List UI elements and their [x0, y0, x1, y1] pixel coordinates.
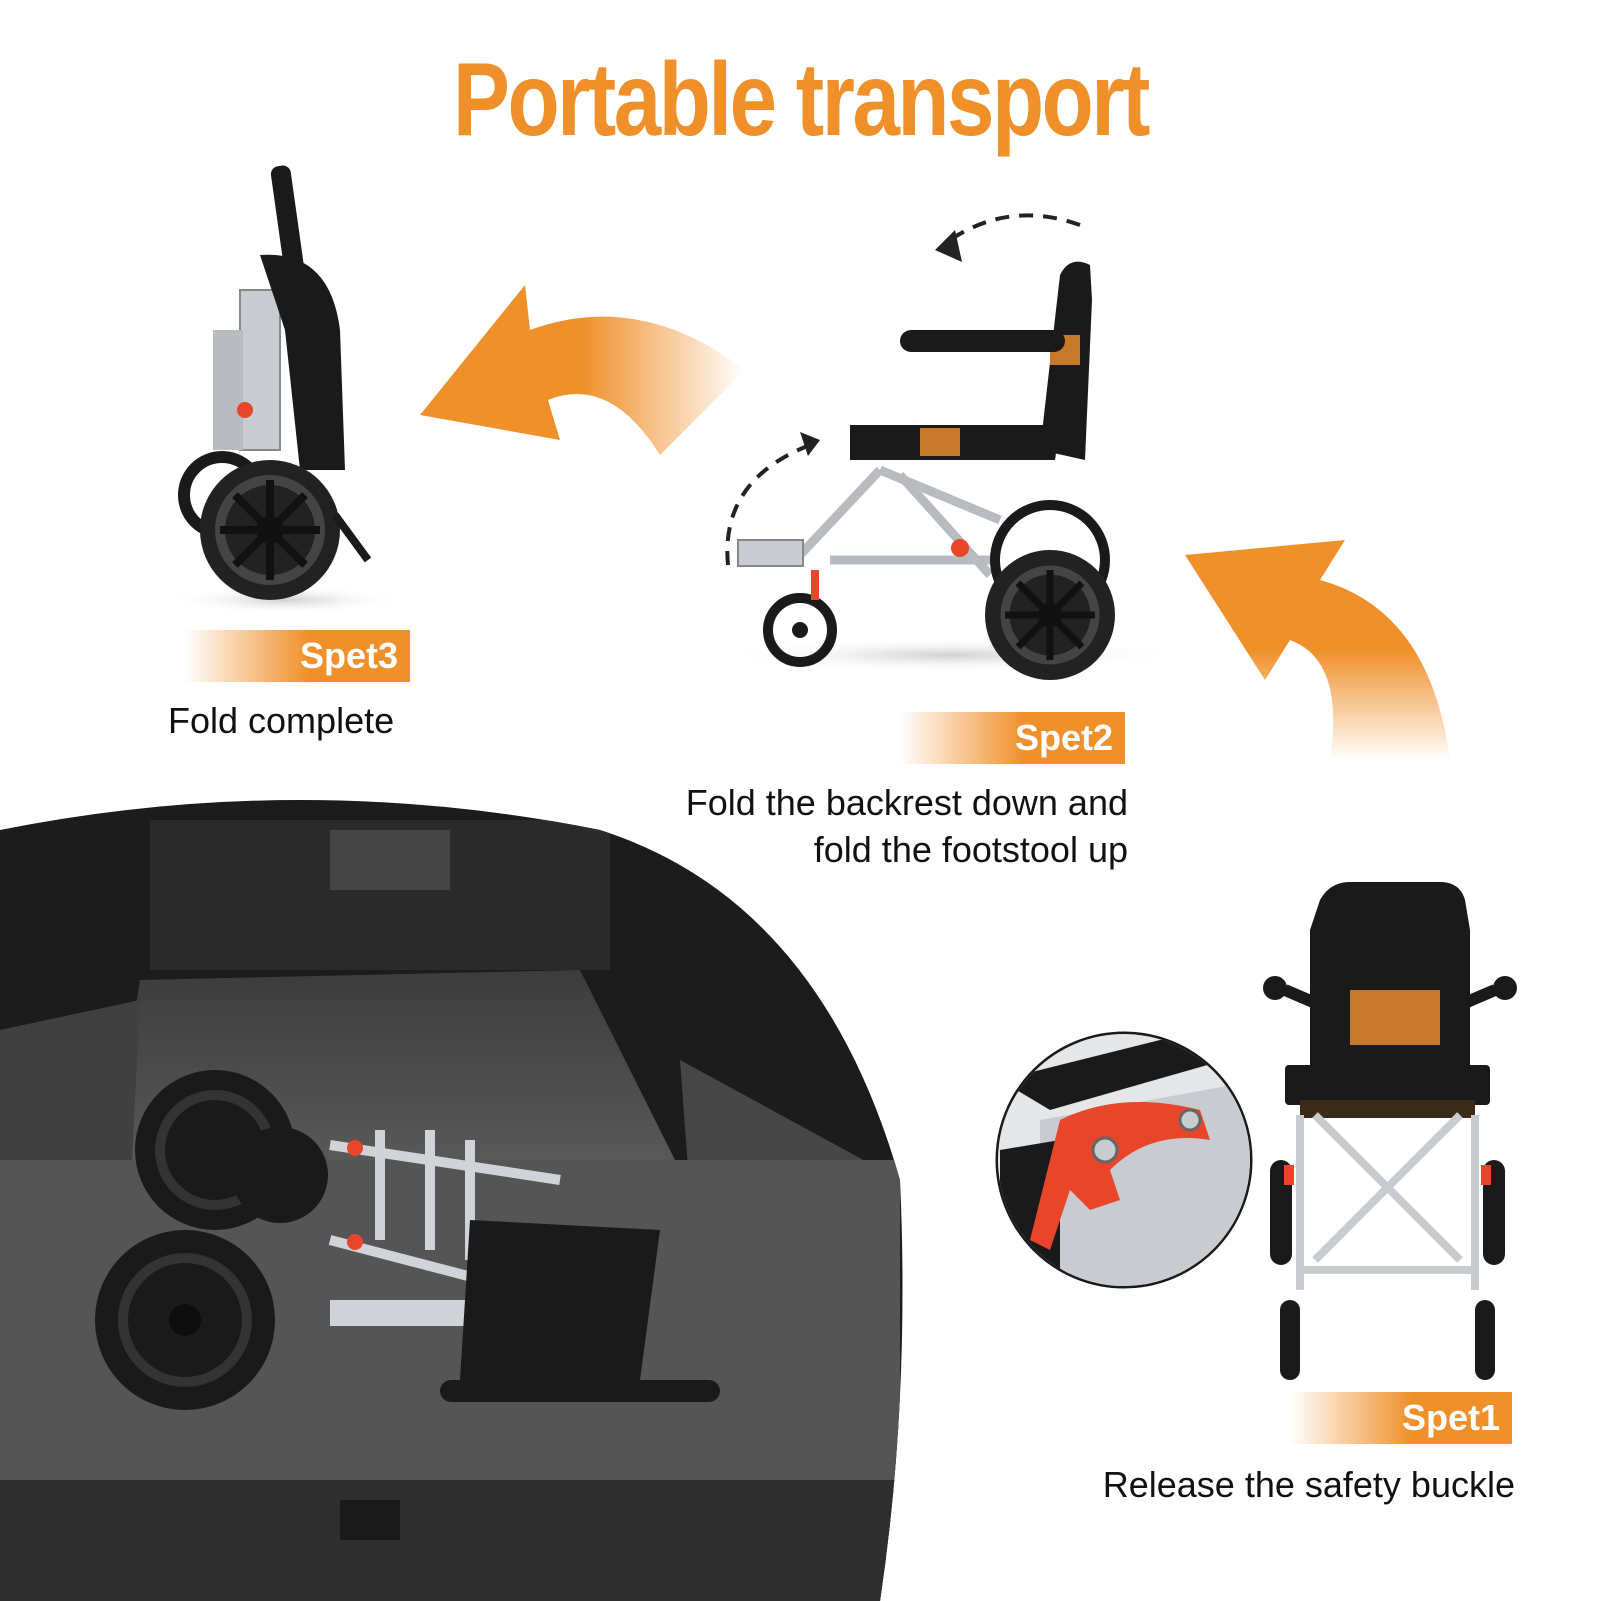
step1-badge-bg — [1290, 1392, 1512, 1444]
step2-badge: Spet2 — [1014, 717, 1113, 758]
step2-badge-bg — [900, 712, 1125, 764]
step1-badge: Spet1 — [1401, 1397, 1500, 1438]
folded-wheelchair-image — [165, 165, 405, 614]
buckle-closeup-image — [995, 1031, 1253, 1289]
step1-description: Release the safety buckle — [1102, 1464, 1515, 1505]
step2-description-line2: fold the footstool up — [813, 828, 1128, 870]
step2-description: Fold the backrest down and fold the foot… — [600, 780, 1128, 874]
step3-badge: Spet3 — [299, 635, 398, 676]
step2-description-line1: Fold the backrest down and — [685, 782, 1128, 823]
step3-badge-bg — [185, 630, 410, 682]
wheelchair-side-image — [720, 261, 1180, 680]
car-trunk-photo — [0, 800, 903, 1601]
page-title: Portable transport — [453, 42, 1150, 158]
dashed-rotate-arrow-icon — [725, 213, 1081, 566]
step3-description: Fold complete — [168, 700, 395, 741]
curved-arrow-up-icon — [1185, 540, 1450, 760]
wheelchair-front-image — [1263, 882, 1517, 1380]
curved-arrow-left-icon — [420, 285, 745, 455]
